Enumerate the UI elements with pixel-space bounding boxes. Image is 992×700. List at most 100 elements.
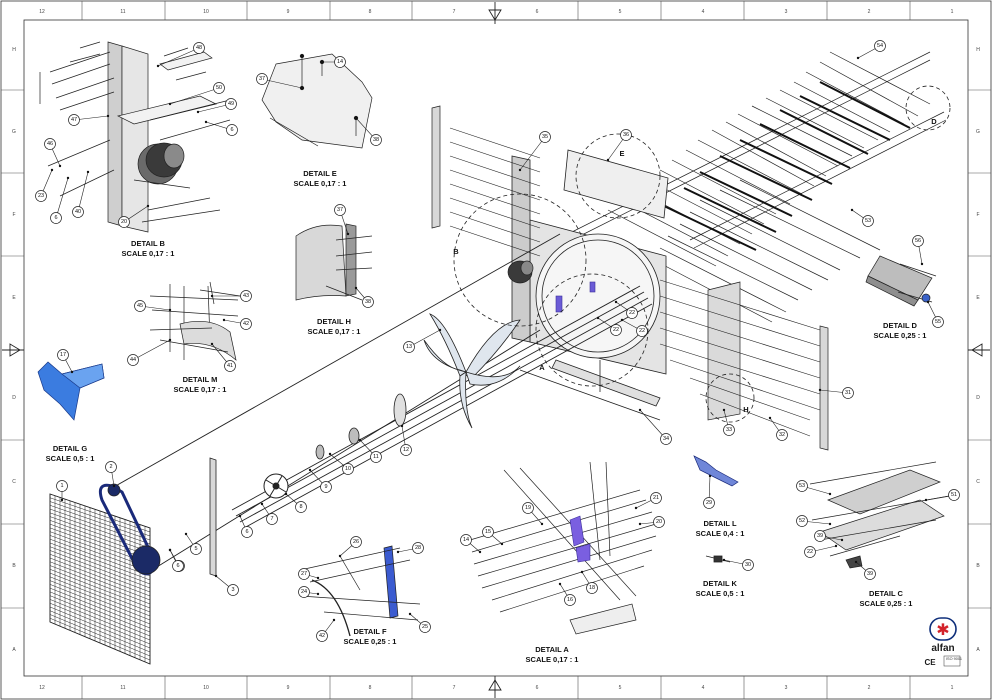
balloon-leader xyxy=(132,339,171,361)
detail-scale: SCALE 0,17 : 1 xyxy=(526,655,579,664)
item-balloon: 35 xyxy=(518,131,551,172)
balloon-number: 33 xyxy=(726,427,732,433)
main-base xyxy=(519,359,661,421)
item-balloon: 25 xyxy=(408,612,431,633)
zone-label: C xyxy=(12,479,16,485)
grille-bar xyxy=(49,561,151,601)
detail-g-label: DETAIL G SCALE 0,5 : 1 xyxy=(46,444,95,463)
balloon-circle xyxy=(241,526,253,538)
balloon-circle xyxy=(227,584,239,596)
detail-scale: SCALE 0,17 : 1 xyxy=(308,327,361,336)
balloon-leader-dot xyxy=(408,612,412,616)
balloon-leader-dot xyxy=(828,522,832,526)
balloon-number: 10 xyxy=(345,466,351,472)
detail-l-label: DETAIL L SCALE 0,4 : 1 xyxy=(696,519,745,538)
item-balloon: 45 xyxy=(134,300,172,312)
asterisk-icon: ✱ xyxy=(936,620,949,639)
balloon-circle xyxy=(193,42,205,54)
grille-bar xyxy=(49,576,151,617)
item-balloon: 50 xyxy=(168,82,225,106)
balloon-number: 5 xyxy=(194,546,197,552)
balloon-circle xyxy=(225,98,237,110)
balloon-leader-dot xyxy=(400,424,404,428)
item-balloon: 38 xyxy=(354,286,374,308)
detail-title: DETAIL B xyxy=(131,239,165,248)
zone-label: 1 xyxy=(951,685,954,691)
grille-bar xyxy=(49,595,151,637)
balloon-circle xyxy=(72,206,84,218)
balloon-number: 7 xyxy=(270,516,273,522)
grille-bar xyxy=(49,599,151,641)
grille-bar xyxy=(49,497,151,533)
grille-bar xyxy=(49,516,151,553)
zone-label: H xyxy=(12,47,16,53)
zone-label: 1 xyxy=(951,9,954,15)
grille-bar xyxy=(49,580,151,621)
balloon-leader-dot xyxy=(222,318,226,322)
balloon-circle xyxy=(213,82,225,94)
item-balloon: 22 xyxy=(596,316,622,336)
balloon-number: 6 xyxy=(176,563,179,569)
balloon-number: 40 xyxy=(75,209,81,215)
zone-label: 4 xyxy=(702,9,705,15)
balloon-number: 11 xyxy=(373,454,379,460)
zone-label: H xyxy=(976,47,980,53)
balloon-leader-dot xyxy=(396,550,400,554)
detail-scale: SCALE 0,17 : 1 xyxy=(122,249,175,258)
balloon-circle xyxy=(105,461,117,473)
item-balloon: 47 xyxy=(68,114,110,126)
balloon-number: 53 xyxy=(865,218,871,224)
item-balloon: 8 xyxy=(284,492,307,513)
item-balloon: 3 xyxy=(214,574,239,596)
main-side-panels xyxy=(431,105,829,451)
balloon-number: 22 xyxy=(613,327,619,333)
balloon-circle xyxy=(874,40,886,52)
grille-bar xyxy=(49,546,151,585)
balloon-leader-dot xyxy=(840,538,844,542)
zone-label: 3 xyxy=(785,9,788,15)
grille-bar xyxy=(49,542,151,581)
balloon-number: 2 xyxy=(109,464,112,470)
balloon-leader-dot xyxy=(66,176,70,180)
balloon-leader-dot xyxy=(210,342,214,346)
grille-bar xyxy=(49,565,151,605)
grille-bar xyxy=(49,591,151,633)
balloon-circle xyxy=(256,73,268,85)
balloon-circle xyxy=(134,300,146,312)
main-fan-frame xyxy=(511,149,669,375)
balloon-number: 18 xyxy=(589,585,595,591)
balloon-leader-dot xyxy=(518,168,522,172)
balloon-circle xyxy=(703,497,715,509)
balloon-number: 22 xyxy=(807,549,813,555)
zone-labels-bottom: 12 11 10 9 8 7 6 5 4 3 2 1 xyxy=(39,685,953,691)
view-letter: A xyxy=(539,363,545,372)
zone-label: C xyxy=(976,479,980,485)
zone-label: D xyxy=(12,395,16,401)
balloon-leader-dot xyxy=(146,204,150,208)
grille-bar xyxy=(49,493,151,529)
main-grille xyxy=(49,493,151,665)
balloon-leader-dot xyxy=(184,532,188,536)
main-couplings xyxy=(315,393,407,460)
balloon-number: 47 xyxy=(71,117,77,123)
main-belt-pulleys xyxy=(107,483,161,575)
zone-label: A xyxy=(12,647,16,653)
detail-d-drawing xyxy=(865,255,937,307)
balloon-circle xyxy=(864,568,876,580)
balloon-leader-dot xyxy=(168,548,172,552)
balloon-leader-dot xyxy=(214,574,218,578)
item-balloon: 32 xyxy=(768,416,788,441)
balloon-number: 20 xyxy=(656,519,662,525)
balloon-number: 26 xyxy=(353,539,359,545)
balloon-circle xyxy=(224,360,236,372)
zone-label: 3 xyxy=(785,685,788,691)
zone-label: G xyxy=(12,129,16,135)
balloon-leader-dot xyxy=(708,474,712,478)
balloon-leader-dot xyxy=(850,208,854,212)
balloon-circle xyxy=(118,216,130,228)
balloon-number: 39 xyxy=(817,533,823,539)
balloon-circle xyxy=(626,307,638,319)
item-balloon: 53 xyxy=(796,480,832,496)
balloon-number: 22 xyxy=(639,328,645,334)
item-balloon: 2 xyxy=(105,461,117,488)
